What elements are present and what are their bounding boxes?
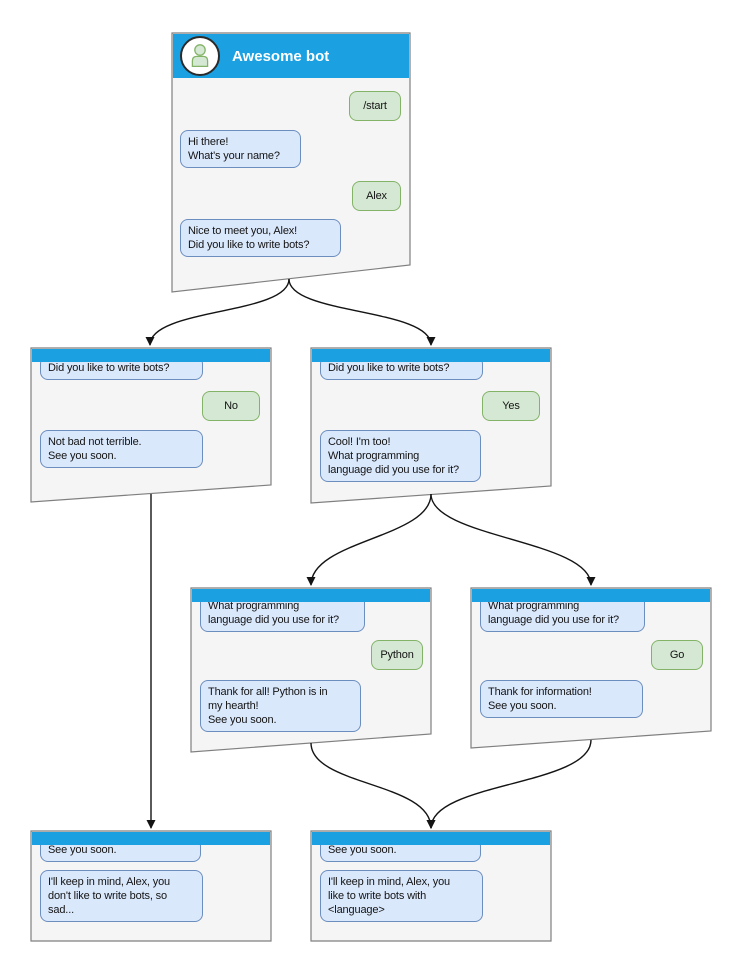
arrow-branch-yes-to-branch-python xyxy=(306,493,432,586)
arrow-branch-yes-to-branch-go xyxy=(430,493,596,586)
titlebar-branch-go xyxy=(472,589,710,602)
titlebar-branch-yes xyxy=(312,349,550,362)
titlebar-awesome-bot: Awesome bot xyxy=(173,34,409,78)
bot-avatar xyxy=(180,36,220,76)
bot-message-bubble: Nice to meet you, Alex! Did you like to … xyxy=(180,219,341,257)
user-reply-bubble: Yes xyxy=(482,391,540,421)
arrow-branch-go-to-end-yes xyxy=(426,739,592,829)
bot-message-bubble: Thank for information! See you soon. xyxy=(480,680,643,718)
bot-title: Awesome bot xyxy=(232,47,330,65)
bot-message-bubble: Thank for all! Python is in my hearth! S… xyxy=(200,680,361,732)
arrow-awesome-bot-to-branch-yes xyxy=(288,278,436,346)
bot-message-bubble: I'll keep in mind, Alex, you don't like … xyxy=(40,870,203,922)
bot-message-bubble: Hi there! What's your name? xyxy=(180,130,301,168)
bot-message-bubble: Not bad not terrible. See you soon. xyxy=(40,430,203,468)
user-reply-bubble: Python xyxy=(371,640,423,670)
user-reply-bubble: /start xyxy=(349,91,401,121)
titlebar-branch-no xyxy=(32,349,270,362)
arrow-branch-python-to-end-yes xyxy=(310,742,436,829)
titlebar-end-yes xyxy=(312,832,550,845)
bot-message-bubble: Cool! I'm too! What programming language… xyxy=(320,430,481,482)
user-reply-bubble: No xyxy=(202,391,260,421)
user-reply-bubble: Alex xyxy=(352,181,401,211)
titlebar-end-no xyxy=(32,832,270,845)
bot-message-bubble: I'll keep in mind, Alex, you like to wri… xyxy=(320,870,483,922)
titlebar-branch-python xyxy=(192,589,430,602)
arrow-awesome-bot-to-branch-no xyxy=(145,278,290,346)
person-icon xyxy=(191,44,209,68)
user-reply-bubble: Go xyxy=(651,640,703,670)
